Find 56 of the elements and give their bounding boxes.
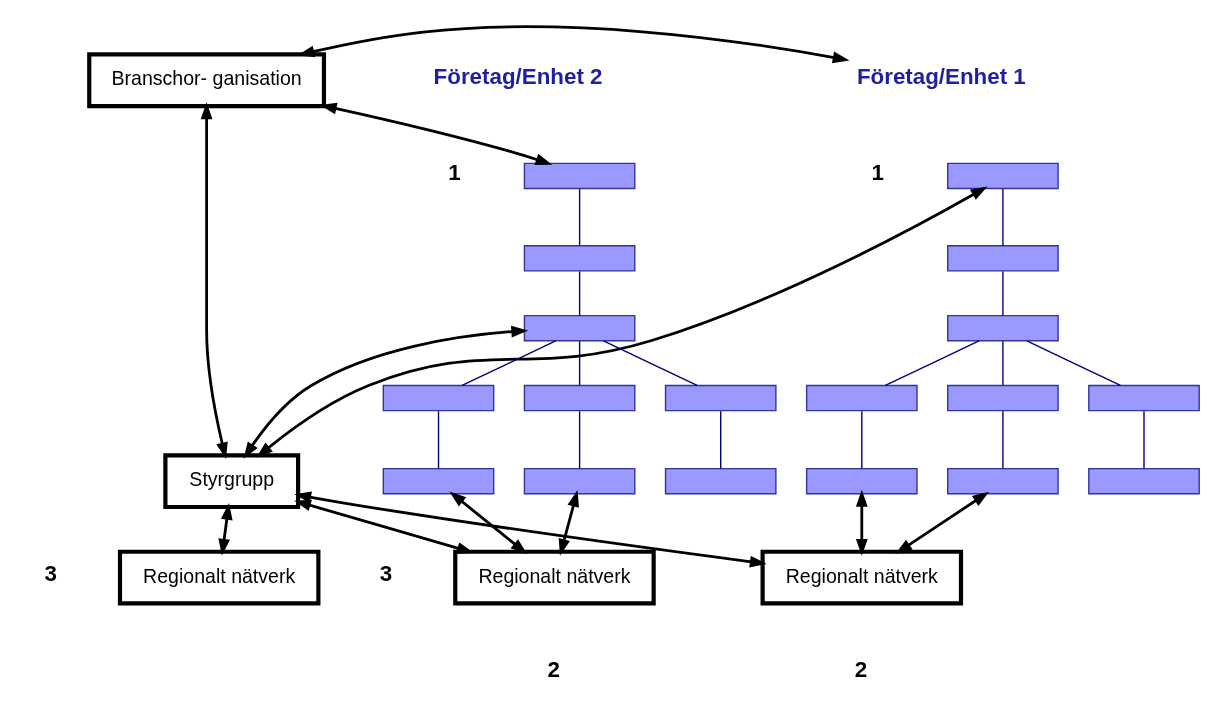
node-box <box>947 384 1059 411</box>
connector <box>602 339 698 386</box>
arrow <box>294 490 767 568</box>
connector <box>1002 187 1004 246</box>
arrow <box>558 489 579 556</box>
node-box <box>664 467 777 494</box>
node-box <box>947 467 1059 494</box>
node-text: Företag/Enhet 1 <box>856 63 1026 89</box>
node-box: Branschor- ganisation <box>87 51 327 108</box>
connector <box>461 339 557 386</box>
connector <box>1026 339 1122 386</box>
arrow <box>895 491 990 554</box>
arrow <box>200 101 228 459</box>
node-box <box>523 162 636 189</box>
label: 1 <box>448 159 461 185</box>
connector <box>578 410 581 469</box>
connector <box>578 187 581 246</box>
node-box: Regionalt nätverk <box>117 549 321 605</box>
label: 3 <box>379 560 393 586</box>
connector <box>720 410 722 469</box>
node-box <box>523 244 636 272</box>
label: 1 <box>871 159 885 185</box>
connector <box>861 410 863 469</box>
arrow <box>256 185 988 458</box>
node-box <box>947 162 1059 189</box>
connector <box>1002 340 1004 386</box>
arrow <box>218 502 233 556</box>
label: 2 <box>547 656 560 682</box>
connector <box>884 339 980 386</box>
node-box: Regionalt nätverk <box>760 549 964 605</box>
node-box <box>947 244 1059 272</box>
node-box <box>523 314 636 341</box>
node-box: Regionalt nätverk <box>453 549 656 605</box>
label: 3 <box>44 560 57 586</box>
arrow <box>243 325 529 459</box>
node-box <box>523 384 636 411</box>
arrow <box>449 490 528 554</box>
label: 2 <box>854 656 868 682</box>
node-box: Styrgrupp <box>163 452 301 509</box>
node-box <box>382 384 495 411</box>
connector <box>437 410 440 469</box>
node-box <box>805 467 918 494</box>
connector <box>578 270 581 316</box>
node-text: Företag/Enhet 2 <box>433 63 603 89</box>
connector <box>1002 410 1004 469</box>
node-box <box>382 467 495 494</box>
node-box <box>1088 467 1200 494</box>
connector <box>1002 270 1004 316</box>
connector <box>1143 410 1145 469</box>
node-box <box>664 384 777 411</box>
node-box <box>1088 384 1200 411</box>
node-box <box>947 314 1059 341</box>
node-box <box>805 384 918 411</box>
node-box <box>523 467 636 494</box>
arrow <box>855 489 868 556</box>
connector <box>578 340 581 386</box>
